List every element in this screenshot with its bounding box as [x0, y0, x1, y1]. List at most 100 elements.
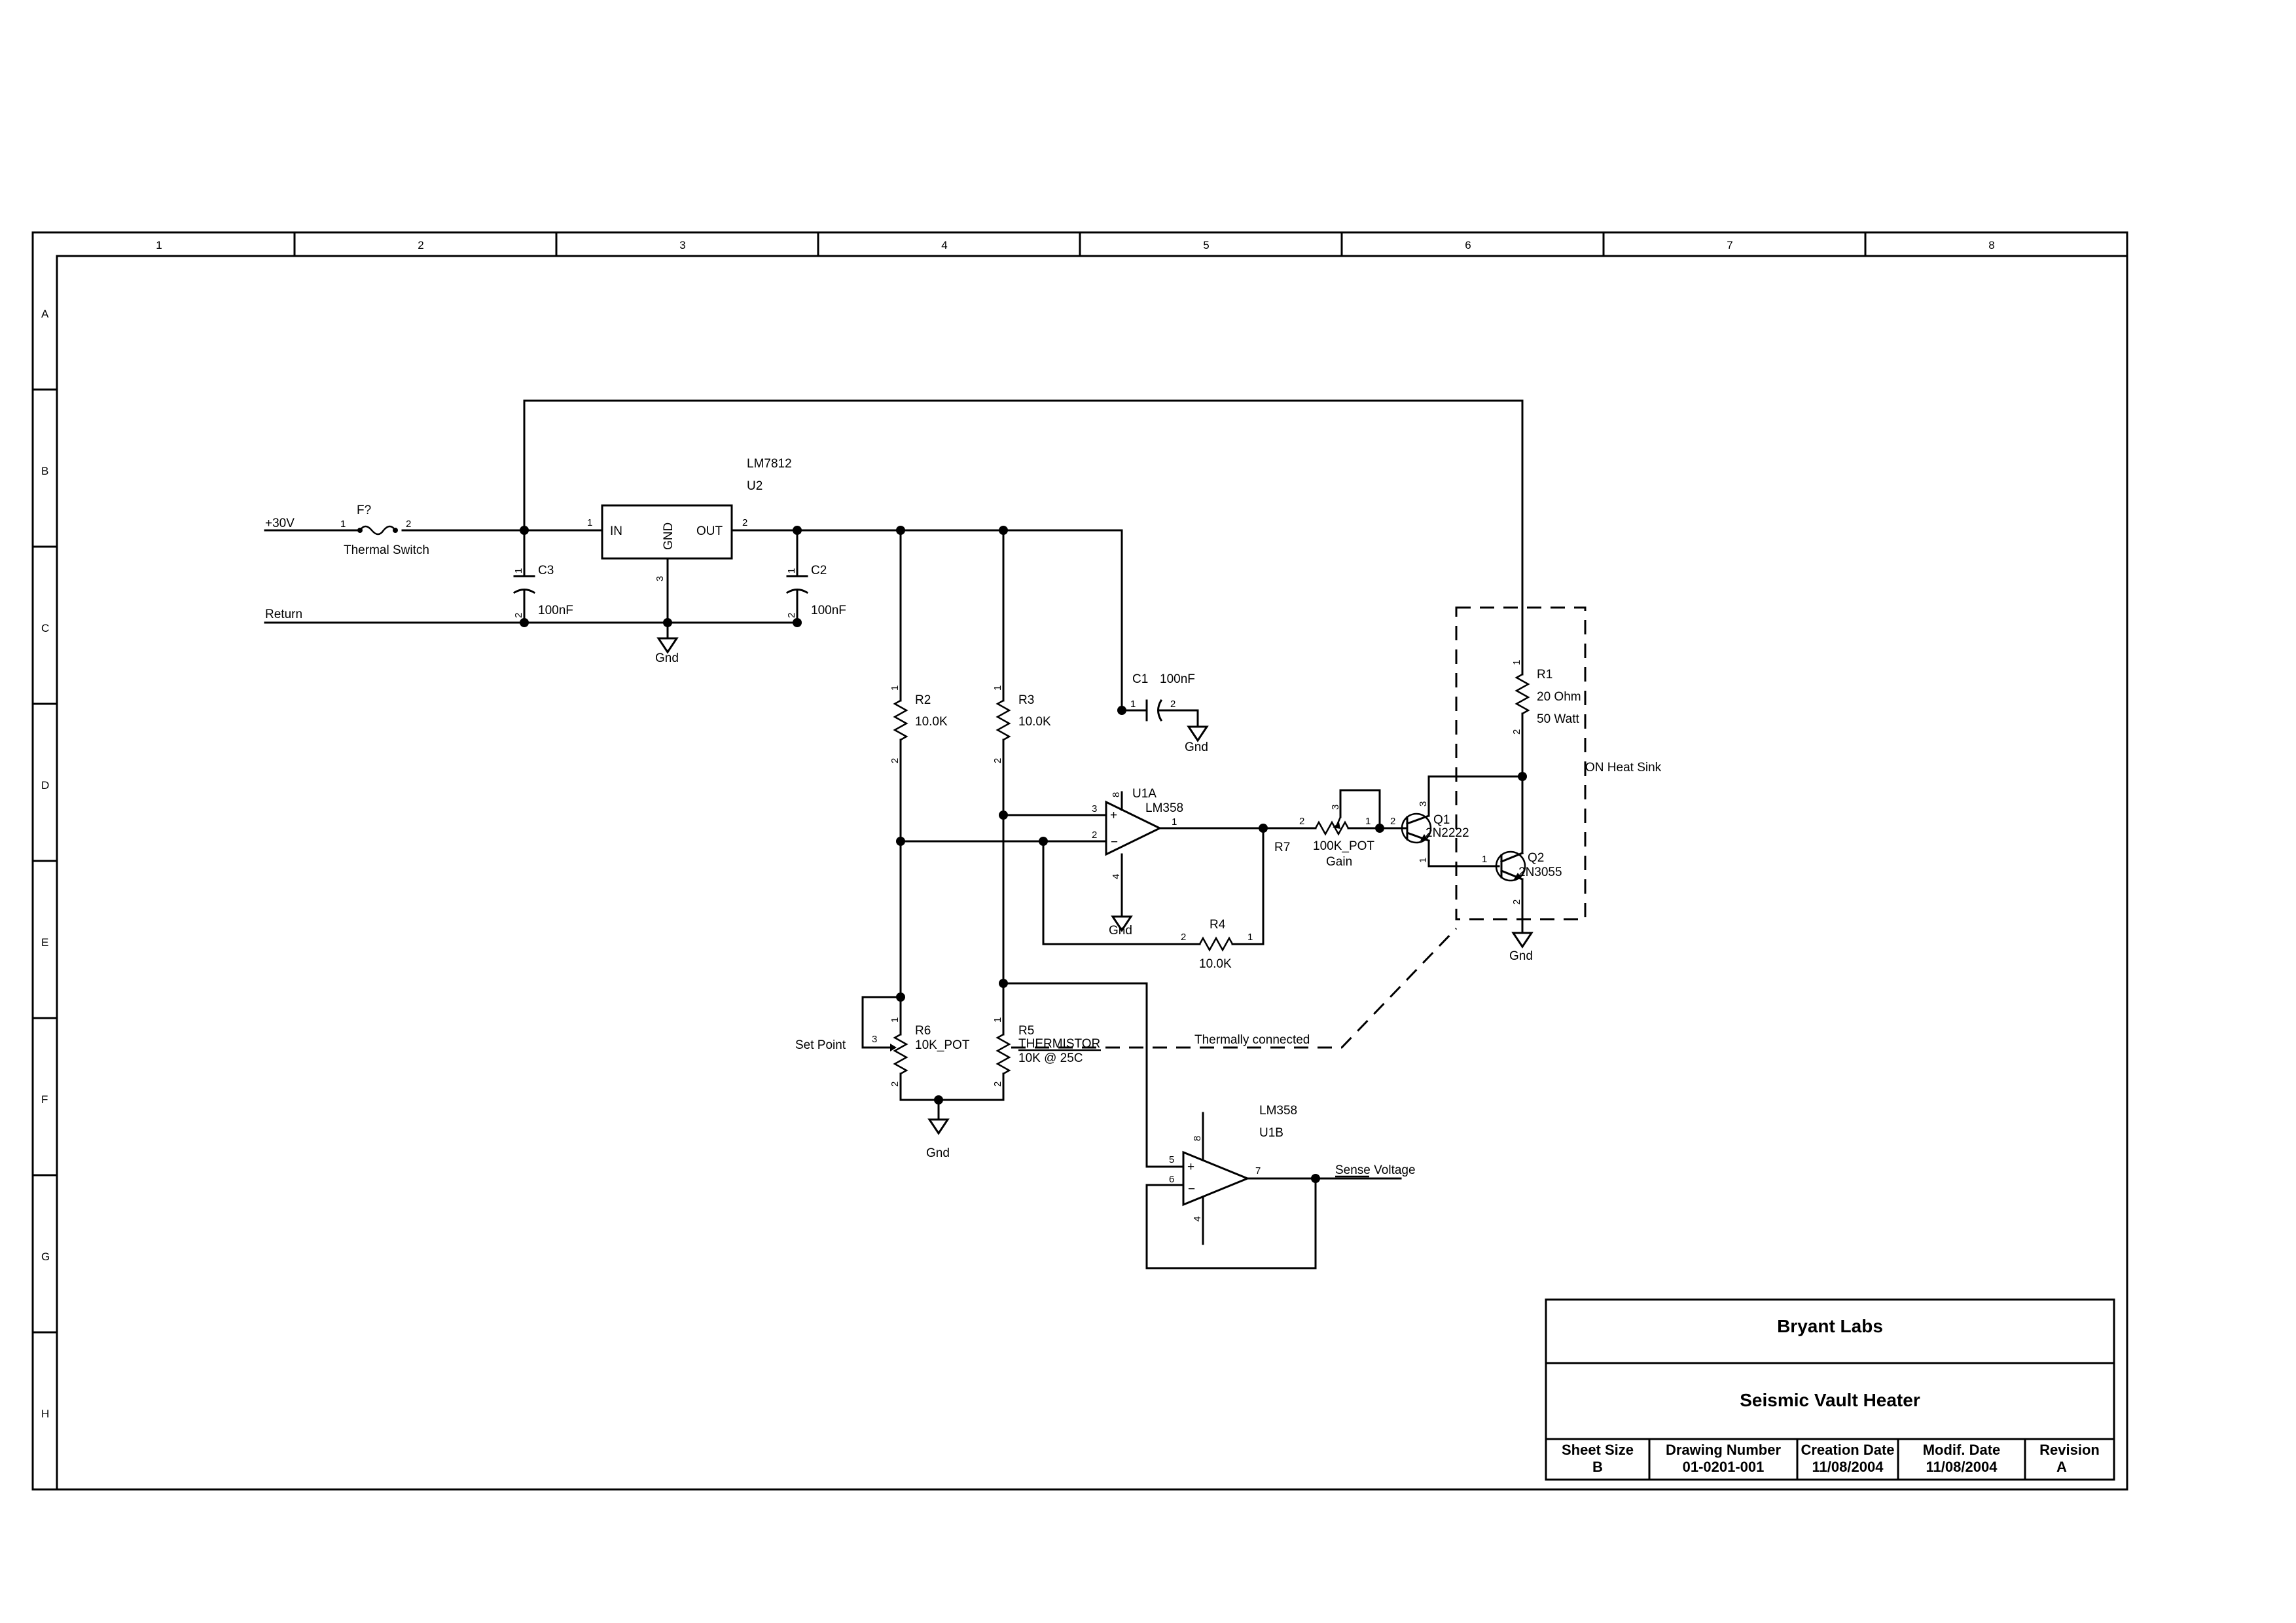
gnd-label-u1a: Gnd [1109, 924, 1132, 938]
c1-ref: C1 [1132, 672, 1148, 686]
r7-pin1: 1 [1365, 816, 1371, 827]
q2-pin2: 2 [1511, 900, 1522, 905]
transistor-q2: Q2 2N3055 1 2 [1482, 850, 1562, 905]
modif-date-value: 11/08/2004 [1926, 1459, 1998, 1475]
sheet-frame: 1 2 3 4 5 6 7 8 A B C D E F G H [31, 231, 2128, 1491]
gnd-label-u2: Gnd [655, 651, 679, 665]
r7-ref: R7 [1274, 841, 1290, 854]
u1a-minus: − [1111, 835, 1118, 849]
potentiometer-r6: R6 10K_POT 1 2 3 Set Point [795, 1017, 970, 1087]
u1b-pin7: 7 [1255, 1165, 1261, 1176]
resistor-r1: R1 20 Ohm 50 Watt 1 2 [1511, 660, 1581, 735]
transistor-q1: Q1 2N2222 2 3 1 [1390, 801, 1469, 863]
c2-pin1: 1 [786, 568, 797, 574]
ground-symbol-q2: Gnd [1509, 932, 1534, 963]
resistor-r2: R2 10.0K 1 2 [889, 685, 948, 763]
u2-in-label: IN [610, 524, 622, 538]
fuse-name: Thermal Switch [344, 543, 429, 557]
r7-value: 100K_POT [1313, 839, 1374, 853]
zone-col-1: 1 [156, 239, 162, 251]
c1-pin2: 2 [1170, 699, 1175, 710]
zone-col-3: 3 [679, 239, 685, 251]
ground-symbol-c1: Gnd [1185, 725, 1209, 754]
u1b-pin6: 6 [1169, 1174, 1174, 1185]
wires [264, 399, 1524, 1269]
r3-value: 10.0K [1018, 715, 1051, 729]
q1-pin2: 2 [1390, 816, 1395, 827]
u1a-pin2: 2 [1092, 830, 1097, 841]
zone-col-7: 7 [1727, 239, 1732, 251]
q2-part: 2N3055 [1518, 866, 1562, 879]
heat-sink-label: ON Heat Sink [1585, 761, 1662, 775]
ground-symbol-pots: Gnd [926, 1118, 950, 1160]
drawing-number-header: Drawing Number [1666, 1442, 1781, 1458]
c2-ref: C2 [811, 564, 827, 577]
fuse-ref: F? [357, 503, 371, 517]
r1-value: 20 Ohm [1537, 690, 1581, 704]
r6-pin1: 1 [889, 1017, 901, 1023]
zone-col-8: 8 [1988, 239, 1994, 251]
zone-col-5: 5 [1203, 239, 1209, 251]
r1-pin1: 1 [1511, 660, 1522, 665]
u1b-pin5: 5 [1169, 1154, 1174, 1165]
r4-ref: R4 [1210, 918, 1226, 932]
q2-ref: Q2 [1528, 851, 1544, 865]
capacitor-c2: C2 100nF 1 2 [785, 564, 846, 618]
title-block: Bryant Labs Seismic Vault Heater Sheet S… [1545, 1298, 2115, 1481]
net-return-label: Return [265, 608, 302, 621]
r3-pin2: 2 [992, 758, 1003, 763]
u1a-pin8: 8 [1111, 792, 1122, 797]
r6-pin3: 3 [872, 1034, 877, 1045]
r6-ref: R6 [915, 1024, 931, 1038]
u2-ref: U2 [747, 479, 762, 493]
u2-pin-gnd: 3 [655, 576, 666, 581]
q1-ref: Q1 [1433, 813, 1450, 827]
r7-pin2: 2 [1299, 816, 1304, 827]
c2-value: 100nF [811, 604, 846, 617]
u2-out-label: OUT [696, 524, 723, 538]
r6-value: 10K_POT [915, 1038, 970, 1052]
u1a-pin3: 3 [1092, 803, 1097, 814]
potentiometer-r7: R7 100K_POT Gain 2 1 3 [1274, 805, 1374, 869]
r7-pin3: 3 [1330, 805, 1341, 810]
r4-pin1: 1 [1247, 932, 1253, 943]
r5-pin1: 1 [992, 1017, 1003, 1023]
zone-col-4: 4 [941, 239, 947, 251]
net-output-label: Sense Voltage [1335, 1163, 1416, 1177]
zone-row-a: A [41, 308, 49, 320]
r6-pin2: 2 [889, 1082, 901, 1087]
revision-value: A [2056, 1459, 2067, 1475]
r2-pin2: 2 [889, 758, 901, 763]
thermistor-r5: R5 THERMISTOR 10K @ 25C 1 2 [992, 1017, 1101, 1087]
c3-pin2: 2 [513, 613, 524, 618]
company-name: Bryant Labs [1777, 1316, 1883, 1336]
zone-row-d: D [41, 779, 49, 792]
r7-name: Gain [1326, 855, 1352, 869]
q1-pin1: 1 [1418, 858, 1429, 863]
zone-col-6: 6 [1465, 239, 1471, 251]
zone-row-c: C [41, 622, 49, 634]
sheet-size-value: B [1592, 1459, 1603, 1475]
fuse-pin1: 1 [340, 519, 346, 530]
capacitor-c3: C3 100nF 1 2 [512, 564, 573, 618]
creation-date-value: 11/08/2004 [1812, 1459, 1884, 1475]
q2-pin1: 1 [1482, 854, 1487, 865]
u2-gnd-label: GND [662, 522, 675, 550]
resistor-r4: R4 10.0K 2 1 [1181, 918, 1253, 971]
r5-value: 10K @ 25C [1018, 1051, 1083, 1065]
junctions [520, 526, 1527, 1183]
r1-ref: R1 [1537, 668, 1552, 682]
gnd-label-pots: Gnd [926, 1146, 950, 1160]
r4-value: 10.0K [1199, 957, 1232, 971]
c1-value: 100nF [1160, 672, 1195, 686]
thermal-link: Thermally connected [1011, 927, 1458, 1049]
r2-ref: R2 [915, 693, 931, 707]
r1-rating: 50 Watt [1537, 712, 1579, 726]
drawing-number-value: 01-0201-001 [1683, 1459, 1765, 1475]
zone-col-2: 2 [418, 239, 423, 251]
creation-date-header: Creation Date [1801, 1442, 1894, 1458]
q1-pin3: 3 [1418, 801, 1429, 807]
fuse-f1: F? Thermal Switch 1 2 [340, 503, 429, 557]
r5-type: THERMISTOR [1018, 1037, 1100, 1051]
